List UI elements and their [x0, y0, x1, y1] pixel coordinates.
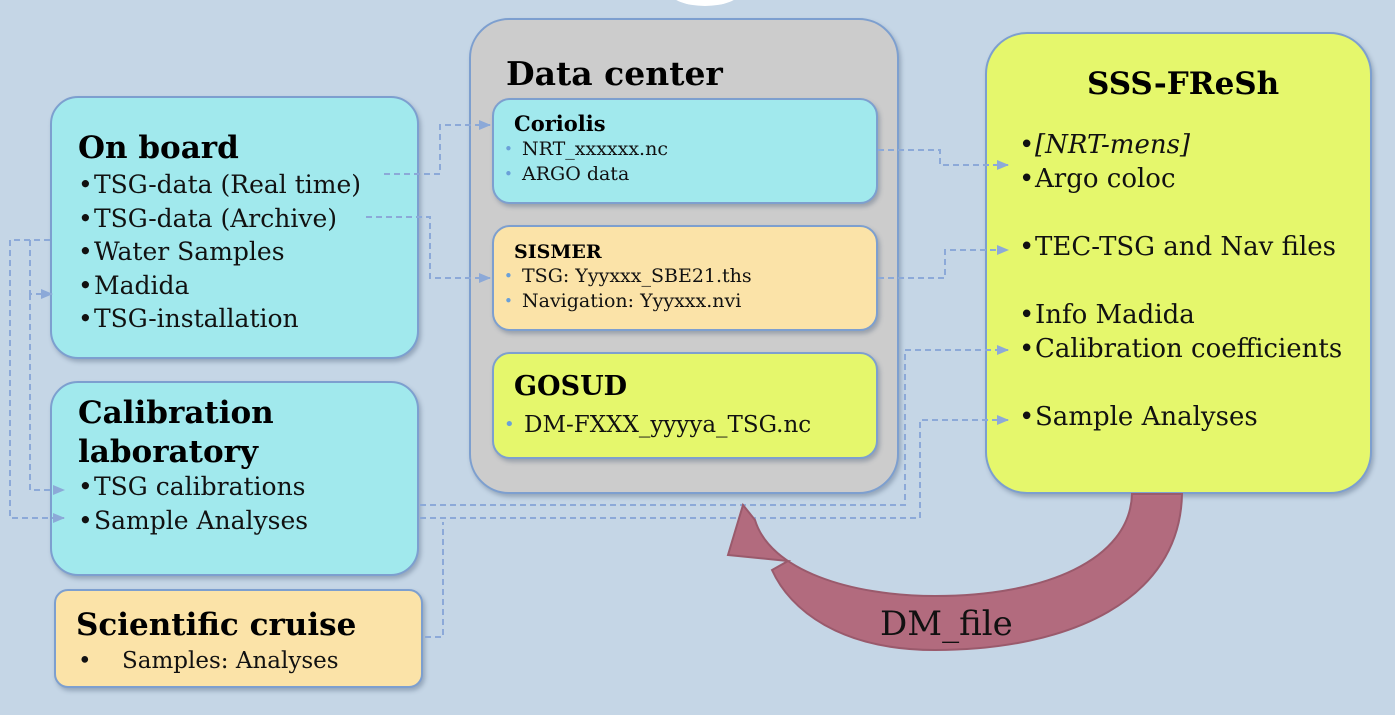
list-item: ARGO data	[502, 162, 668, 187]
sismer-box: SISMER TSG: Yyyxxx_SBE21.ths Navigation:…	[492, 225, 878, 331]
list-item: TSG-installation	[78, 302, 361, 336]
scientific-cruise-box: Scientific cruise Samples: Analyses	[54, 589, 423, 688]
dm-file-label: DM_file	[880, 604, 1013, 644]
list-item: TEC-TSG and Nav files	[1019, 231, 1336, 265]
connector-sample-to-sss	[420, 415, 1009, 519]
gosud-title: GOSUD	[514, 371, 628, 402]
calibration-list: TSG calibrations Sample Analyses	[78, 470, 308, 537]
connector-left-to-onboard-b	[29, 239, 53, 299]
gosud-box: GOSUD DM-FXXX_yyyya_TSG.nc	[492, 352, 878, 459]
connector-coriolis-to-sss	[878, 149, 1009, 170]
list-item: Water Samples	[78, 235, 361, 269]
scientific-cruise-list: Samples: Analyses	[76, 646, 339, 676]
coriolis-list: NRT_xxxxxx.nc ARGO data	[502, 137, 668, 187]
decorative-notch	[670, 0, 740, 6]
scientific-cruise-title: Scientific cruise	[76, 607, 357, 643]
list-item: TSG-data (Archive)	[78, 202, 361, 236]
connector-calib-to-sss-coeff	[420, 345, 1009, 506]
list-item: Sample Analyses	[78, 504, 308, 538]
list-item: Navigation: Yyyxxx.nvi	[502, 289, 752, 314]
list-item: Info Madida	[1019, 299, 1342, 333]
list-item: [NRT-mens]	[1019, 129, 1190, 163]
on-board-list: TSG-data (Real time) TSG-data (Archive) …	[78, 168, 361, 336]
list-item: NRT_xxxxxx.nc	[502, 137, 668, 162]
sismer-title: SISMER	[514, 241, 602, 263]
list-item: TSG: Yyyxxx_SBE21.ths	[502, 264, 752, 289]
coriolis-box: Coriolis NRT_xxxxxx.nc ARGO data	[492, 98, 878, 204]
coriolis-title: Coriolis	[514, 111, 606, 136]
sismer-list: TSG: Yyyxxx_SBE21.ths Navigation: Yyyxxx…	[502, 264, 752, 314]
sss-fresh-box: SSS-FReSh [NRT-mens] Argo coloc TEC-TSG …	[985, 32, 1372, 494]
list-item: TSG calibrations	[78, 470, 308, 504]
connector-left-to-onboard	[9, 239, 65, 523]
calibration-title-line1: Calibration	[78, 395, 274, 431]
dm-file-return-arrow	[726, 493, 1184, 652]
sss-fresh-title: SSS-FReSh	[1087, 66, 1280, 102]
on-board-title: On board	[78, 130, 239, 166]
calibration-title-line2: laboratory	[78, 434, 258, 470]
on-board-box: On board TSG-data (Real time) TSG-data (…	[50, 96, 419, 359]
list-item: Sample Analyses	[1019, 401, 1258, 435]
list-item: Samples: Analyses	[76, 646, 339, 676]
sss-fresh-list-d: Sample Analyses	[1019, 401, 1258, 435]
sss-fresh-list-b: TEC-TSG and Nav files	[1019, 231, 1336, 265]
connector-left-to-calib	[29, 294, 65, 495]
list-item: Calibration coefficients	[1019, 333, 1342, 367]
connector-realtime-to-coriolis	[384, 120, 491, 175]
sss-fresh-list-c: Info Madida Calibration coefficients	[1019, 299, 1342, 366]
list-item: TSG-data (Real time)	[78, 168, 361, 202]
list-item-text: [NRT-mens]	[1035, 130, 1191, 160]
list-item: Argo coloc	[1019, 163, 1190, 197]
connector-cruise-to-sss	[425, 522, 444, 638]
gosud-list: DM-FXXX_yyyya_TSG.nc	[502, 410, 811, 440]
connector-sismer-to-sss	[878, 245, 1009, 279]
list-item: DM-FXXX_yyyya_TSG.nc	[502, 410, 811, 440]
list-item: Madida	[78, 269, 361, 303]
calibration-laboratory-box: Calibration laboratory TSG calibrations …	[50, 381, 419, 576]
sss-fresh-list-a: [NRT-mens] Argo coloc	[1019, 129, 1190, 196]
data-center-title: Data center	[506, 54, 723, 93]
connector-archive-to-sismer	[366, 216, 491, 283]
